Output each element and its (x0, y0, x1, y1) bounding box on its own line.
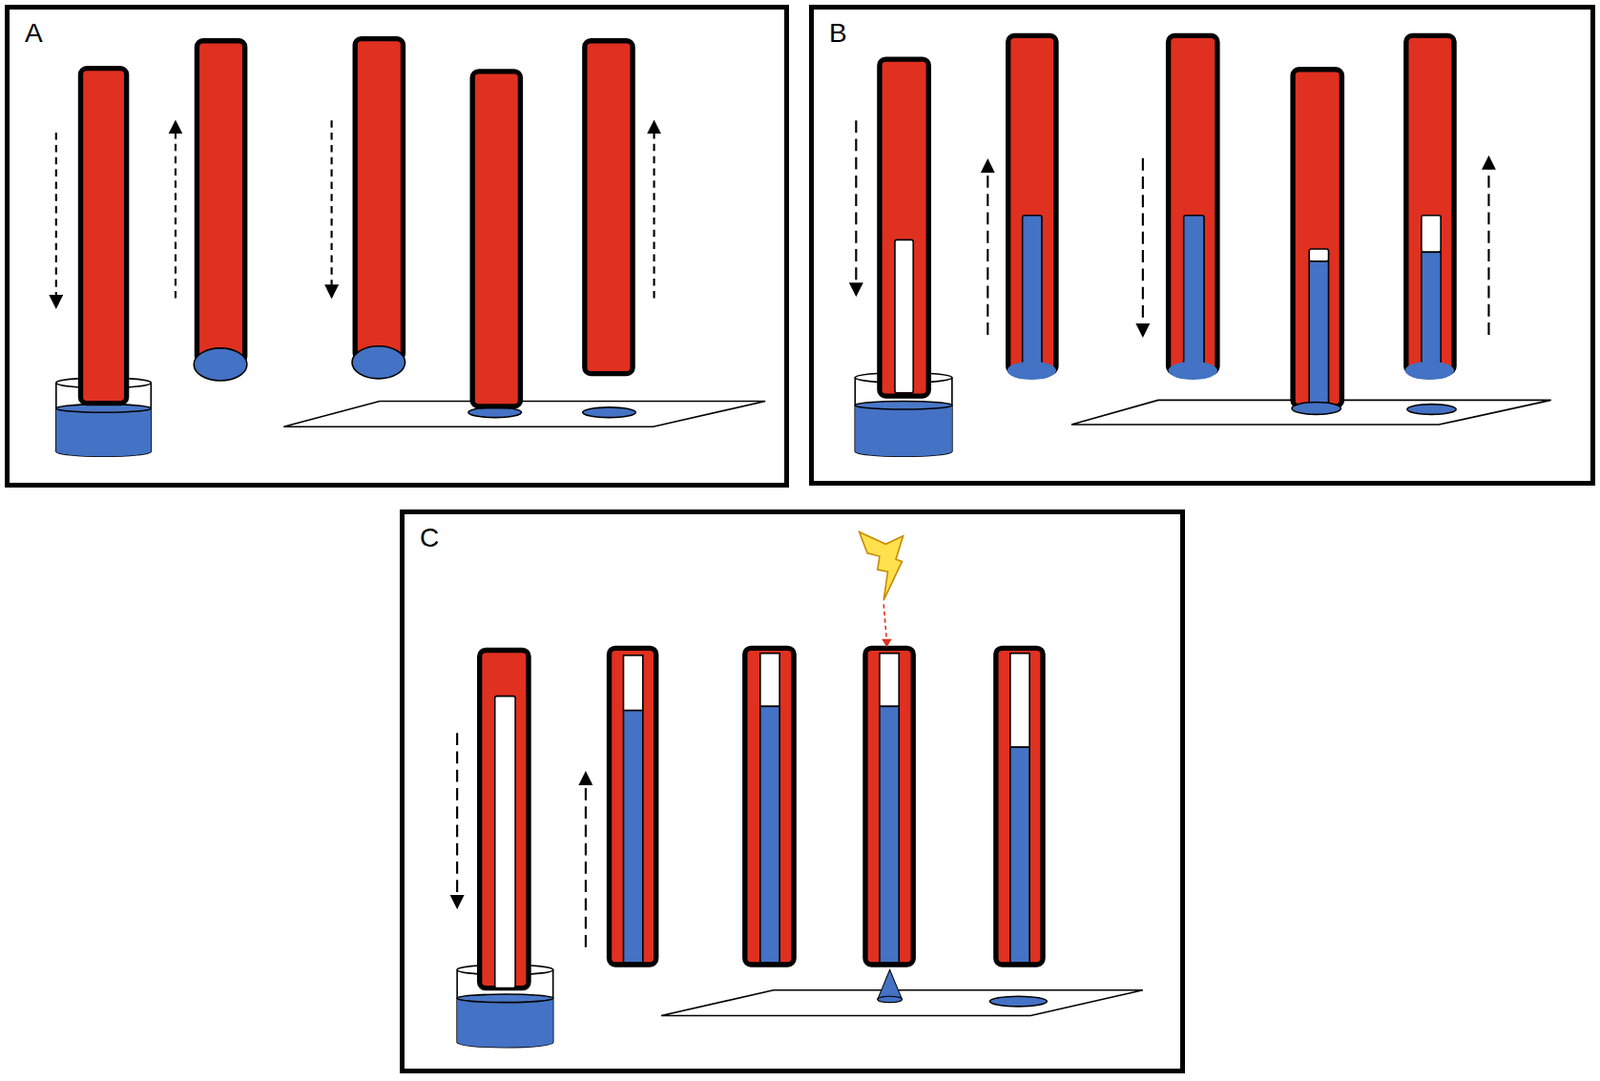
panel-frame: B (809, 4, 1596, 486)
panel-label: B (829, 19, 848, 49)
panel-frame: A (4, 4, 790, 488)
panel-label: A (24, 19, 43, 49)
panel-frame: C (399, 509, 1185, 1074)
panel-label: C (419, 523, 439, 554)
